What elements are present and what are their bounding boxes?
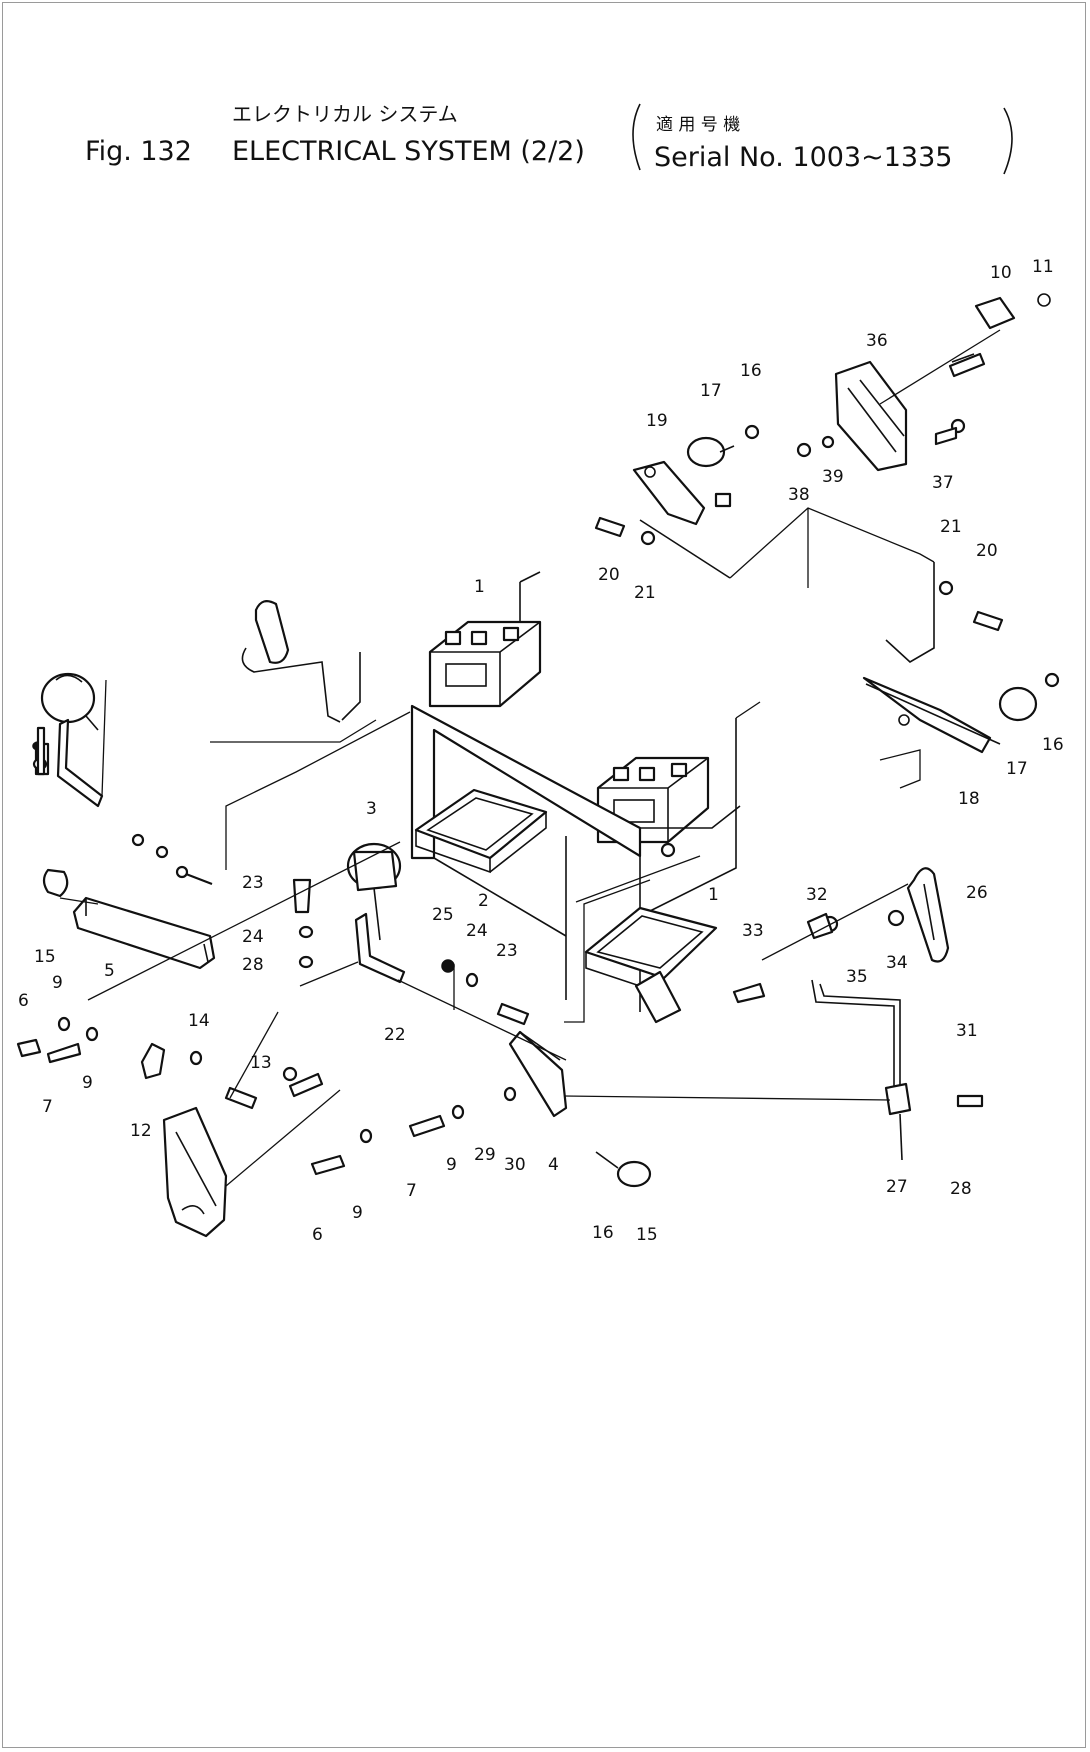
callout-13: 13	[250, 1053, 272, 1073]
leader-lines	[59, 329, 1001, 1187]
callout-23: 23	[242, 873, 264, 893]
callout-4: 4	[548, 1155, 559, 1175]
callout-9: 9	[82, 1073, 93, 1093]
lamp-bracket-right	[862, 562, 1038, 754]
cover-plate	[162, 1106, 228, 1238]
callout-7: 7	[406, 1181, 417, 1201]
callout-24: 24	[466, 921, 488, 941]
left-parenthesis	[632, 103, 641, 171]
bracket-36	[834, 353, 975, 472]
callout-9: 9	[446, 1155, 457, 1175]
callout-38: 38	[788, 485, 810, 505]
callout-23: 23	[496, 941, 518, 961]
callout-9: 9	[52, 973, 63, 993]
lamp-upper-left	[40, 672, 99, 731]
callout-22: 22	[384, 1025, 406, 1045]
lamp-lower-15	[595, 1151, 652, 1188]
right-parenthesis	[1003, 107, 1013, 175]
callout-32: 32	[806, 885, 828, 905]
callout-24: 24	[242, 927, 264, 947]
callout-27: 27	[886, 1177, 908, 1197]
callout-labels: 10 11 36 16 17 19 38 39 37 20 21 21 20 1…	[18, 257, 1064, 1245]
callout-15: 15	[34, 947, 56, 967]
callout-12: 12	[130, 1121, 152, 1141]
callout-26: 26	[966, 883, 988, 903]
callout-2: 2	[478, 891, 489, 911]
callout-6: 6	[18, 991, 29, 1011]
callout-16: 16	[1042, 735, 1064, 755]
callout-16: 16	[740, 361, 762, 381]
callout-19: 19	[646, 411, 668, 431]
callout-37: 37	[932, 473, 954, 493]
callout-18: 18	[958, 789, 980, 809]
callout-20: 20	[598, 565, 620, 585]
callout-21: 21	[634, 583, 656, 603]
callout-1: 1	[474, 577, 485, 597]
battery-tray-lower	[584, 906, 718, 1024]
callout-10: 10	[990, 263, 1012, 283]
fasteners	[16, 352, 1060, 1176]
applicability-label: 適 用 号 機	[656, 115, 740, 135]
callout-35: 35	[846, 967, 868, 987]
work-lamp-3	[346, 842, 402, 941]
callout-36: 36	[866, 331, 888, 351]
bar-5	[42, 868, 216, 970]
callout-6: 6	[312, 1225, 323, 1245]
callout-39: 39	[822, 467, 844, 487]
callout-25: 25	[432, 905, 454, 925]
serial-range: Serial No. 1003~1335	[654, 142, 952, 173]
callout-3: 3	[366, 799, 377, 819]
title-block: エレクトリカル システム Fig. 132 ELECTRICAL SYSTEM …	[85, 102, 1013, 175]
bracket-4	[508, 1030, 568, 1118]
callout-28: 28	[242, 955, 264, 975]
callout-17: 17	[700, 381, 722, 401]
mirror-stay-31	[811, 979, 912, 1161]
parts-artwork	[16, 293, 1060, 1238]
light-10	[974, 293, 1051, 330]
callout-30: 30	[504, 1155, 526, 1175]
lamp-upper-17	[686, 436, 735, 468]
callout-15: 15	[636, 1225, 658, 1245]
callout-14: 14	[188, 1011, 210, 1031]
callout-5: 5	[104, 961, 115, 981]
callout-16: 16	[592, 1223, 614, 1243]
callout-34: 34	[886, 953, 908, 973]
bracket-12	[140, 1042, 166, 1080]
callout-29: 29	[474, 1145, 496, 1165]
callout-11: 11	[1032, 257, 1054, 277]
callout-28: 28	[950, 1179, 972, 1199]
title-katakana: エレクトリカル システム	[232, 102, 458, 126]
figure-title: ELECTRICAL SYSTEM (2/2)	[232, 136, 585, 167]
callout-9: 9	[352, 1203, 363, 1223]
figure-label: Fig. 132	[85, 136, 192, 167]
callout-17: 17	[1006, 759, 1028, 779]
mirror-left-upper	[241, 599, 361, 723]
callout-1: 1	[708, 885, 719, 905]
callout-31: 31	[956, 1021, 978, 1041]
battery-upper	[428, 571, 542, 708]
battery-tray	[414, 788, 548, 874]
callout-33: 33	[742, 921, 764, 941]
mirror-26	[906, 867, 950, 963]
bracket-22	[354, 912, 406, 984]
callout-7: 7	[42, 1097, 53, 1117]
callout-21: 21	[940, 517, 962, 537]
bracket-19	[632, 460, 732, 579]
callout-20: 20	[976, 541, 998, 561]
